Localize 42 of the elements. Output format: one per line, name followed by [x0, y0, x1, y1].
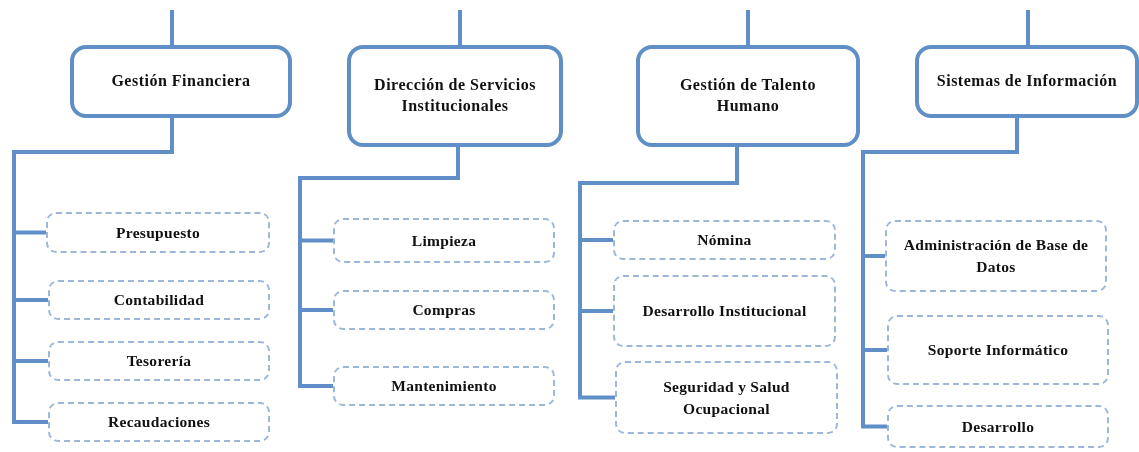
department-name: Sistemas de Información: [936, 71, 1118, 92]
department-box: [70, 45, 292, 118]
connector-line: [12, 118, 174, 424]
unit-name: Limpieza: [411, 230, 477, 251]
unit-name: Tesorería: [126, 351, 192, 372]
unit-name: Recaudaciones: [107, 412, 211, 433]
connector-line: [170, 10, 174, 45]
unit-box: [613, 220, 836, 260]
connector-line: [861, 118, 1019, 429]
connector-line: [1026, 10, 1030, 45]
unit-box: [48, 341, 270, 381]
unit-name: Nómina: [697, 230, 752, 251]
department-box: [636, 45, 860, 147]
unit-name: Administración de Base de Datos: [902, 235, 1090, 277]
unit-name: Contabilidad: [113, 290, 205, 311]
department-name: Gestión Financiera: [111, 71, 251, 92]
unit-box: [887, 405, 1109, 448]
unit-box: [333, 218, 555, 263]
connector-line: [298, 147, 460, 388]
unit-box: [333, 366, 555, 406]
unit-box: [887, 315, 1109, 385]
connector-line: [578, 147, 739, 400]
unit-name: Seguridad y Salud Ocupacional: [662, 376, 791, 419]
unit-name: Desarrollo: [961, 416, 1035, 437]
unit-box: [48, 402, 270, 442]
unit-name: Mantenimiento: [391, 376, 497, 397]
unit-box: [46, 212, 270, 253]
unit-name: Desarrollo Institucional: [642, 301, 807, 322]
unit-box: [615, 361, 838, 434]
connector-line: [458, 10, 462, 45]
unit-name: Compras: [412, 300, 476, 321]
unit-box: [885, 220, 1107, 292]
unit-box: [613, 275, 836, 347]
unit-name: Presupuesto: [116, 222, 200, 243]
unit-box: [48, 280, 270, 320]
department-name: Dirección de Servicios Institucionales: [373, 75, 537, 116]
department-box: [915, 45, 1139, 118]
unit-name: Soporte Informático: [927, 340, 1069, 361]
connector-line: [746, 10, 750, 45]
unit-box: [333, 290, 555, 330]
department-box: [347, 45, 563, 147]
department-name: Gestión de Talento Humano: [678, 75, 818, 116]
